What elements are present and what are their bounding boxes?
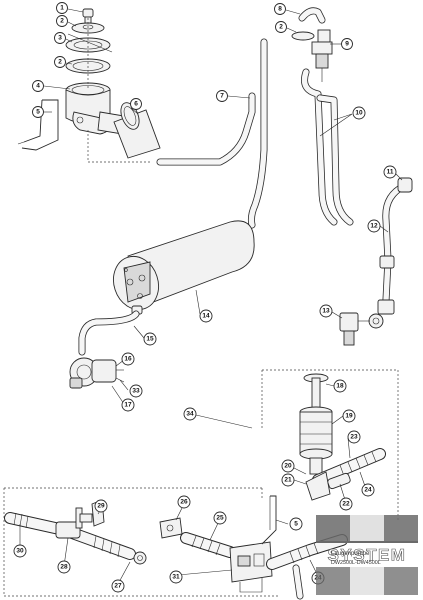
svg-text:17: 17 bbox=[124, 402, 132, 409]
callout-5a: 5 bbox=[32, 106, 44, 118]
callout-25: 25 bbox=[213, 511, 227, 525]
callout-1: 1 bbox=[56, 2, 68, 14]
svg-text:7: 7 bbox=[220, 93, 224, 100]
svg-text:5: 5 bbox=[36, 109, 40, 116]
svg-text:25: 25 bbox=[216, 515, 224, 522]
callout-2a: 2 bbox=[56, 15, 68, 27]
svg-text:34: 34 bbox=[186, 411, 194, 418]
svg-text:29: 29 bbox=[97, 503, 105, 510]
svg-text:13: 13 bbox=[322, 308, 330, 315]
hose-7 bbox=[156, 38, 268, 229]
svg-text:12: 12 bbox=[370, 223, 378, 230]
svg-text:6: 6 bbox=[134, 101, 138, 108]
svg-text:3: 3 bbox=[58, 35, 62, 42]
callout-33: 33 bbox=[129, 384, 143, 398]
callout-4: 4 bbox=[32, 80, 44, 92]
callout-14: 14 bbox=[199, 309, 213, 323]
filter-assembly bbox=[299, 373, 333, 475]
svg-text:2: 2 bbox=[58, 59, 62, 66]
callout-2c: 2 bbox=[275, 21, 287, 33]
svg-text:20: 20 bbox=[284, 463, 292, 470]
callout-10: 10 bbox=[352, 106, 366, 120]
callout-20: 20 bbox=[281, 459, 295, 473]
group-34-frame bbox=[261, 369, 399, 520]
logo-title: Laugenpumpe bbox=[331, 551, 370, 557]
svg-text:11: 11 bbox=[387, 169, 394, 176]
svg-text:22: 22 bbox=[342, 501, 350, 508]
drain-cylinder bbox=[113, 220, 255, 315]
callout-19: 19 bbox=[342, 409, 356, 423]
callout-12: 12 bbox=[367, 219, 381, 233]
svg-text:18: 18 bbox=[336, 383, 344, 390]
hose-25-assembly bbox=[159, 495, 277, 593]
corrugated-hose-upper bbox=[305, 448, 386, 501]
callout-3: 3 bbox=[54, 32, 66, 44]
svg-text:33: 33 bbox=[132, 388, 140, 395]
callout-11: 11 bbox=[383, 165, 397, 179]
svg-text:10: 10 bbox=[355, 110, 363, 117]
callout-6: 6 bbox=[130, 98, 142, 110]
svg-text:27: 27 bbox=[114, 583, 122, 590]
callout-28: 28 bbox=[57, 560, 71, 574]
callout-13: 13 bbox=[319, 304, 333, 318]
logo-subtitle: DW2500L-DW4500L bbox=[331, 560, 381, 566]
svg-text:16: 16 bbox=[124, 356, 132, 363]
svg-text:21: 21 bbox=[284, 477, 292, 484]
svg-text:23: 23 bbox=[350, 434, 358, 441]
svg-text:31: 31 bbox=[172, 574, 180, 581]
callout-18: 18 bbox=[333, 379, 347, 393]
svg-text:30: 30 bbox=[16, 548, 24, 555]
svg-text:8: 8 bbox=[278, 6, 282, 13]
svg-text:28: 28 bbox=[60, 564, 68, 571]
callout-29: 29 bbox=[94, 499, 108, 513]
system-logo: SYSTEM bbox=[316, 515, 418, 595]
callout-24a: 24 bbox=[361, 483, 375, 497]
callout-8: 8 bbox=[274, 3, 286, 15]
callout-2b: 2 bbox=[54, 56, 66, 68]
sump-assembly bbox=[17, 8, 161, 163]
svg-text:14: 14 bbox=[202, 313, 210, 320]
svg-text:2: 2 bbox=[60, 18, 64, 25]
callout-16: 16 bbox=[121, 352, 135, 366]
corrugated-hose-lower bbox=[266, 534, 348, 600]
hose-30-assembly bbox=[4, 499, 147, 565]
valve-assembly bbox=[291, 7, 333, 82]
callout-27: 27 bbox=[111, 579, 125, 593]
hoses-10 bbox=[301, 68, 354, 226]
lower-group-frame bbox=[3, 487, 280, 597]
callout-21: 21 bbox=[281, 473, 295, 487]
callout-9: 9 bbox=[341, 38, 353, 50]
hose-12-assembly bbox=[339, 177, 413, 346]
svg-text:4: 4 bbox=[36, 83, 40, 90]
callout-26: 26 bbox=[177, 495, 191, 509]
svg-text:19: 19 bbox=[345, 413, 353, 420]
logo-brand: SYSTEM bbox=[328, 546, 407, 565]
svg-text:1: 1 bbox=[60, 5, 64, 12]
callout-23: 23 bbox=[347, 430, 361, 444]
callout-17: 17 bbox=[121, 398, 135, 412]
svg-text:24: 24 bbox=[364, 487, 372, 494]
callout-34: 34 bbox=[183, 407, 197, 421]
callout-5b: 5 bbox=[289, 517, 303, 531]
drain-pump bbox=[69, 310, 140, 389]
svg-text:5: 5 bbox=[294, 521, 298, 528]
callout-7: 7 bbox=[216, 90, 228, 102]
svg-text:2: 2 bbox=[279, 24, 283, 31]
svg-text:26: 26 bbox=[180, 499, 188, 506]
callout-15: 15 bbox=[143, 332, 157, 346]
callouts: 1 2 3 2 4 5 6 7 8 2 9 10 11 12 13 14 15 … bbox=[13, 2, 397, 593]
svg-text:15: 15 bbox=[146, 336, 154, 343]
callout-31: 31 bbox=[169, 570, 183, 584]
callout-30: 30 bbox=[13, 544, 27, 558]
svg-text:9: 9 bbox=[345, 41, 349, 48]
callout-22: 22 bbox=[339, 497, 353, 511]
